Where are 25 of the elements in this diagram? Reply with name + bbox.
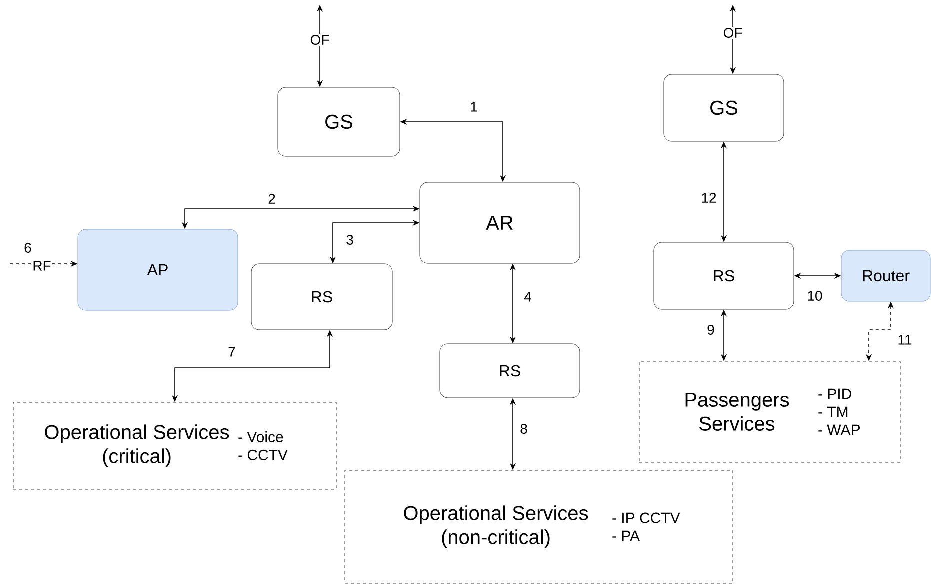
edge-label: 10 xyxy=(806,290,824,302)
services-box: Passengers Services - PID - TM - WAP xyxy=(639,361,901,463)
station-box: AR xyxy=(420,182,580,264)
station-box: GS xyxy=(664,74,784,142)
edge-label: 2 xyxy=(267,193,277,205)
edge-label: OF xyxy=(309,34,331,46)
services-box: Operational Services (non-critical) - IP CCTV - PA xyxy=(344,470,734,584)
device-box: RS xyxy=(440,344,580,398)
edge-label: 1 xyxy=(469,101,479,113)
services-box: Operational Services (critical) - Voice - CCTV xyxy=(13,402,337,490)
edge-label: 4 xyxy=(523,291,533,303)
edge-label: 11 xyxy=(896,334,914,346)
device-box: AP xyxy=(78,229,238,311)
device-box: RS xyxy=(654,242,794,310)
edge-label: 7 xyxy=(227,346,237,358)
edge-label: 8 xyxy=(519,423,529,435)
edge-label: 9 xyxy=(706,324,716,336)
edge-label: OF xyxy=(722,27,744,39)
device-box: Router xyxy=(841,250,931,302)
station-box: GS xyxy=(278,87,400,157)
edge-label: 12 xyxy=(700,192,718,204)
edge-label: RF xyxy=(32,260,52,272)
device-box: RS xyxy=(251,264,393,330)
edge-number: 6 xyxy=(24,243,32,253)
edge-label: 3 xyxy=(345,234,355,246)
